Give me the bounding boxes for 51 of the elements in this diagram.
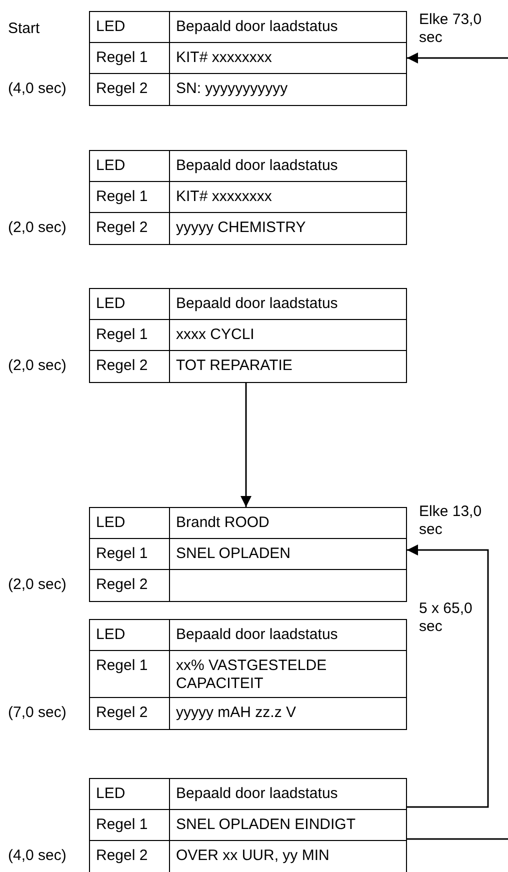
- value-cell: Bepaald door laadstatus: [170, 289, 406, 320]
- value-cell: Bepaald door laadstatus: [170, 779, 406, 810]
- side-note: (2,0 sec): [8, 357, 66, 375]
- side-note: (2,0 sec): [8, 219, 66, 237]
- side-note: (4,0 sec): [8, 80, 66, 98]
- display-table: [89, 11, 407, 106]
- value-cell-text: TOT REPARATIE: [175, 356, 294, 376]
- value-cell: Bepaald door laadstatus: [170, 620, 406, 651]
- value-cell: SNEL OPLADEN EINDIGT: [170, 810, 406, 841]
- row-label-cell: Regel 2: [90, 74, 170, 105]
- arrow: [407, 544, 489, 808]
- row-label-cell: Regel 1: [90, 539, 170, 570]
- row-label-cell: LED: [90, 151, 170, 182]
- arrow: [407, 52, 508, 64]
- value-cell: Bepaald door laadstatus: [170, 12, 406, 43]
- row-label-cell: Regel 1: [90, 182, 170, 213]
- row-label-cell: LED: [90, 779, 170, 810]
- row-label-cell: LED: [90, 12, 170, 43]
- value-cell: xxxx CYCLI: [170, 320, 406, 351]
- value-cell-text: OVER xx UUR, yy MIN: [175, 846, 330, 866]
- value-cell: SNEL OPLADEN: [170, 539, 406, 570]
- value-cell: xx% VASTGESTELDE CAPACITEIT: [170, 651, 406, 698]
- arrow: [240, 383, 252, 507]
- display-table: [89, 288, 407, 383]
- row-label-cell: LED: [90, 289, 170, 320]
- side-note: Start: [8, 20, 40, 38]
- value-cell: Brandt ROOD: [170, 508, 406, 539]
- value-cell: KIT# xxxxxxxx: [170, 182, 406, 213]
- display-table: [89, 619, 407, 730]
- value-cell-text: SN: yyyyyyyyyyy: [175, 79, 289, 99]
- value-cell-text: yyyyy CHEMISTRY: [175, 218, 307, 238]
- row-label-cell: LED: [90, 620, 170, 651]
- display-table: [89, 150, 407, 245]
- side-note: (2,0 sec): [8, 576, 66, 594]
- row-label-cell: LED: [90, 508, 170, 539]
- row-label-cell: Regel 2: [90, 698, 170, 729]
- row-label-cell: Regel 1: [90, 320, 170, 351]
- value-cell: KIT# xxxxxxxx: [170, 43, 406, 74]
- value-cell-text: yyyyy mAH zz.z V: [175, 703, 298, 723]
- side-note: (7,0 sec): [8, 704, 66, 722]
- row-label-cell: Regel 2: [90, 841, 170, 872]
- row-label-cell: Regel 2: [90, 213, 170, 244]
- row-label-cell: Regel 1: [90, 651, 170, 698]
- display-table: [89, 507, 407, 602]
- row-label-cell: Regel 1: [90, 43, 170, 74]
- display-table: [89, 778, 407, 872]
- side-note: (4,0 sec): [8, 847, 66, 865]
- row-label-cell: Regel 2: [90, 351, 170, 382]
- row-label-cell: Regel 2: [90, 570, 170, 601]
- value-cell: Bepaald door laadstatus: [170, 151, 406, 182]
- row-label-cell: Regel 1: [90, 810, 170, 841]
